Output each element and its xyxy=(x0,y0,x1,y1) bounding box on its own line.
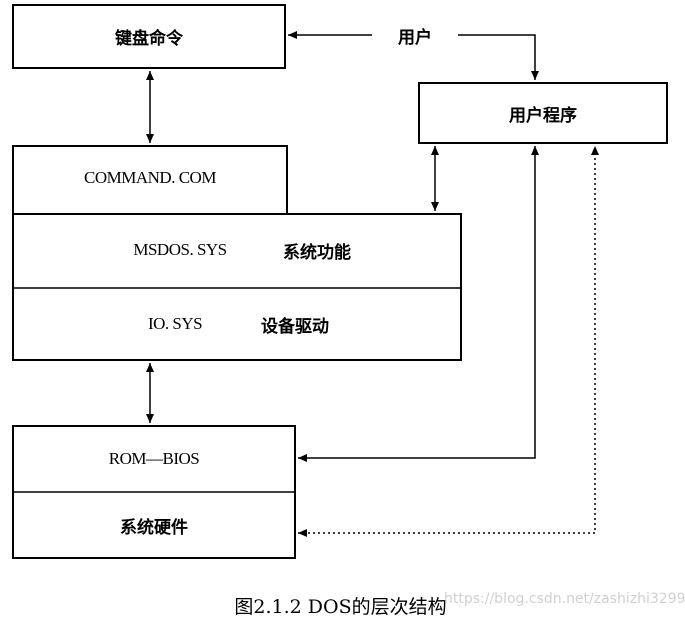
watermark-url: https://blog.csdn.net/zashizhi3299 xyxy=(444,591,685,607)
keyboard-command-box xyxy=(12,4,286,69)
figure-caption: 图2.1.2 DOS的层次结构 xyxy=(234,596,447,618)
user-label: 用户 xyxy=(398,27,432,48)
hardware-program-dotted-arrow xyxy=(298,146,599,537)
system-hardware-label: 系统硬件 xyxy=(120,517,188,538)
bios-program-arrow xyxy=(298,146,539,462)
keyboard-command-label: 键盘命令 xyxy=(115,29,183,49)
io-sys-label: IO. SYS xyxy=(147,314,203,333)
system-function-label: 系统功能 xyxy=(283,242,351,263)
user-program-box xyxy=(418,82,668,144)
command-com-label: COMMAND. COM xyxy=(84,168,216,187)
msdos-sys-label: MSDOS. SYS xyxy=(133,240,227,259)
rom-bios-label: ROM—BIOS xyxy=(108,449,200,468)
user-to-program-arrow xyxy=(458,34,539,80)
user-program-label: 用户程序 xyxy=(509,105,577,126)
device-driver-label: 设备驱动 xyxy=(261,316,329,337)
